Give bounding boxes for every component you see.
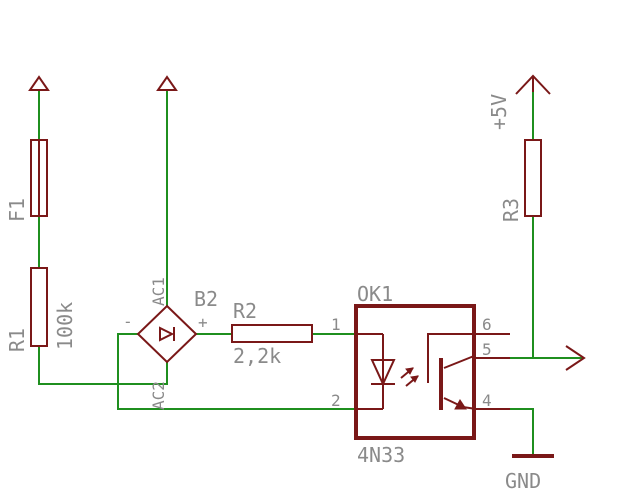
pin-6-label: 6 xyxy=(482,315,492,334)
supply-arrow-5v xyxy=(515,74,551,95)
pin-4-label: 4 xyxy=(482,391,492,410)
resistor-r1 xyxy=(30,267,48,347)
pin-2-label: 2 xyxy=(331,391,341,410)
bridge-minus-label: - xyxy=(123,312,133,331)
resistor-r2 xyxy=(231,324,313,343)
r1-value-label: 100k xyxy=(53,302,77,350)
resistor-r3 xyxy=(524,139,542,217)
r2-ref-label: R2 xyxy=(233,299,257,323)
pin-1-label: 1 xyxy=(331,315,341,334)
r3-ref-label: R3 xyxy=(499,198,523,222)
wire-minus-pin2 xyxy=(117,333,356,410)
fuse-f1 xyxy=(30,139,48,217)
bridge-ac2-label: AC2 xyxy=(149,381,168,410)
fuse-ref-label: F1 xyxy=(5,198,29,222)
optocoupler-value-label: 4N33 xyxy=(357,443,405,467)
wire-r1-ac2 xyxy=(38,346,168,385)
supply-arrow-left xyxy=(28,75,50,91)
bridge-ref-label: B2 xyxy=(194,287,218,311)
bridge-rectifier-b2 xyxy=(136,304,198,364)
optocoupler-ref-label: OK1 xyxy=(357,282,393,306)
output-arrow xyxy=(565,345,586,371)
optocoupler-ok1 xyxy=(354,304,510,440)
bridge-ac1-label: AC1 xyxy=(149,277,168,306)
r1-ref-label: R1 xyxy=(5,328,29,352)
pin-5-label: 5 xyxy=(482,340,492,359)
wire-pin4-gnd xyxy=(476,408,534,455)
ground-label: GND xyxy=(505,469,541,493)
r2-value-label: 2,2k xyxy=(233,344,281,368)
supply-arrow-middle xyxy=(156,75,178,91)
bridge-plus-label: + xyxy=(198,313,208,332)
supply-5v-label: +5V xyxy=(487,94,511,130)
wires xyxy=(38,90,583,455)
